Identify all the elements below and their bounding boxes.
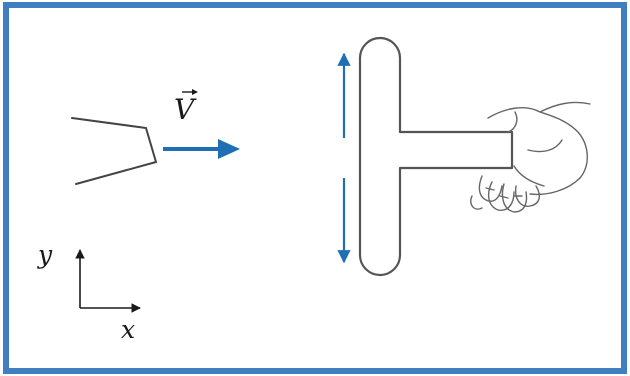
t-shaped-sprinkler	[358, 36, 514, 277]
coordinate-axes-icon	[75, 249, 141, 313]
nozzle-icon	[71, 117, 158, 185]
vector-accent-icon	[182, 89, 198, 95]
figure-border	[3, 2, 627, 374]
velocity-label: V	[174, 93, 195, 126]
arrow-right-icon	[163, 139, 240, 159]
hand-icon	[470, 101, 591, 213]
x-axis-label: x	[121, 315, 136, 344]
y-axis-label: y	[38, 240, 53, 269]
